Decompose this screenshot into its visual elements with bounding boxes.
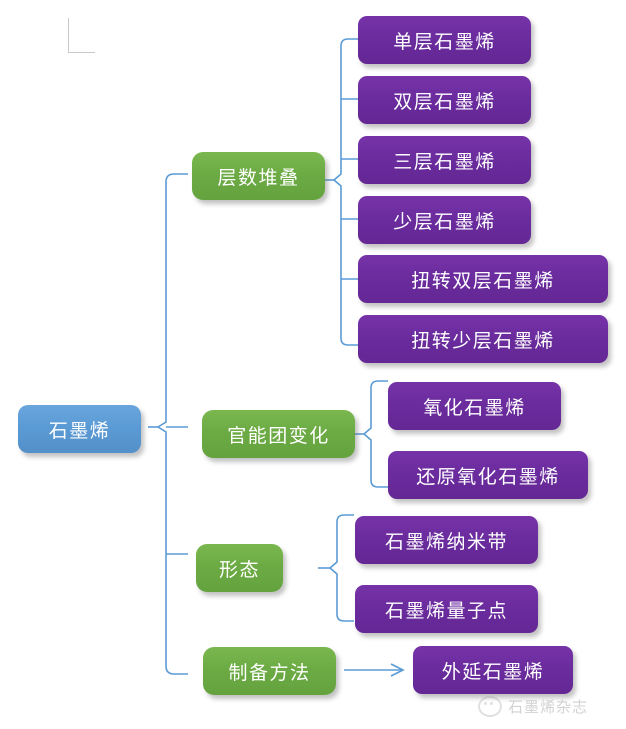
node-leaf-graphene-oxide[interactable]: 氧化石墨烯 — [388, 382, 561, 430]
node-leaf-label: 石墨烯纳米带 — [384, 530, 508, 553]
node-leaf-graphene-nanoribbon[interactable]: 石墨烯纳米带 — [355, 516, 538, 564]
connector-branch2-to-children — [352, 378, 392, 490]
node-leaf-twisted-fewlayer-graphene[interactable]: 扭转少层石墨烯 — [358, 315, 608, 363]
node-leaf-epitaxial-graphene[interactable]: 外延石墨烯 — [413, 646, 573, 694]
node-leaf-label: 双层石墨烯 — [393, 90, 496, 113]
node-root-label: 石墨烯 — [48, 419, 111, 442]
node-branch-label: 层数堆叠 — [217, 166, 300, 189]
node-branch-label: 官能团变化 — [227, 424, 330, 447]
connector-branch3-to-children — [318, 512, 358, 624]
node-leaf-fewlayer-graphene[interactable]: 少层石墨烯 — [358, 196, 531, 244]
node-leaf-twisted-bilayer-graphene[interactable]: 扭转双层石墨烯 — [358, 255, 608, 303]
watermark-text: 石墨烯杂志 — [508, 698, 589, 716]
node-leaf-reduced-graphene-oxide[interactable]: 还原氧化石墨烯 — [388, 451, 588, 499]
node-leaf-label: 扭转双层石墨烯 — [411, 269, 555, 292]
node-leaf-monolayer-graphene[interactable]: 单层石墨烯 — [358, 16, 531, 64]
node-leaf-label: 三层石墨烯 — [393, 150, 496, 173]
node-leaf-trilayer-graphene[interactable]: 三层石墨烯 — [358, 136, 531, 184]
node-leaf-label: 少层石墨烯 — [393, 210, 496, 233]
node-branch-preparation-method[interactable]: 制备方法 — [203, 647, 336, 695]
node-branch-layer-stacking[interactable]: 层数堆叠 — [192, 152, 325, 200]
connector-branch1-to-children — [322, 36, 362, 348]
node-leaf-label: 氧化石墨烯 — [423, 396, 526, 419]
node-leaf-label: 石墨烯量子点 — [384, 599, 508, 622]
connector-branch4-arrow — [344, 655, 414, 685]
node-leaf-label: 还原氧化石墨烯 — [416, 465, 560, 488]
node-branch-label: 制备方法 — [228, 661, 311, 684]
node-leaf-graphene-quantum-dot[interactable]: 石墨烯量子点 — [355, 585, 538, 633]
crop-corner-mark-icon — [68, 18, 95, 53]
node-leaf-label: 外延石墨烯 — [441, 660, 545, 683]
connector-root-to-branches — [148, 170, 188, 680]
node-root-graphene[interactable]: 石墨烯 — [18, 405, 141, 453]
watermark: 石墨烯杂志 — [478, 696, 588, 717]
node-branch-morphology[interactable]: 形态 — [196, 544, 283, 592]
node-branch-functional-group[interactable]: 官能团变化 — [202, 410, 355, 458]
wechat-logo-icon — [478, 696, 502, 717]
node-leaf-label: 扭转少层石墨烯 — [411, 329, 555, 352]
node-branch-label: 形态 — [218, 558, 260, 581]
node-leaf-bilayer-graphene[interactable]: 双层石墨烯 — [358, 76, 531, 124]
node-leaf-label: 单层石墨烯 — [393, 30, 496, 53]
